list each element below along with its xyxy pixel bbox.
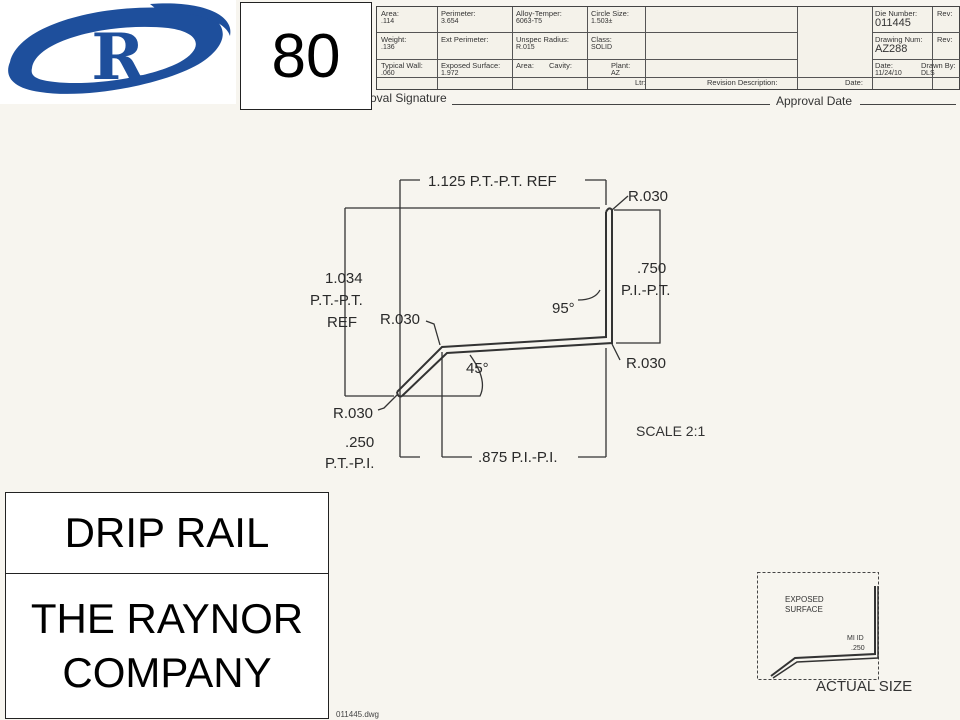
- company-logo: R: [0, 0, 236, 104]
- dim-top-ref: 1.125 P.T.-P.T. REF: [428, 173, 557, 190]
- rev-cell-1: Rev:: [937, 10, 952, 18]
- dim-angle-45: 45°: [466, 360, 489, 377]
- drawn-by-value: DLS: [921, 70, 935, 77]
- ext-perimeter-cell: Ext Perimeter:: [441, 36, 489, 44]
- alloy-temper-value: 6063-T5: [516, 18, 543, 25]
- scale-label: SCALE 2:1: [636, 423, 706, 439]
- drawing-num-label: Drawing Num:: [875, 35, 923, 44]
- class-cell: Class: SOLID: [591, 36, 612, 52]
- area2-label: Area:: [516, 61, 534, 70]
- dim-angle-95: 95°: [552, 300, 575, 317]
- approval-date-line: [860, 104, 956, 105]
- unspec-radius-label: Unspec Radius:: [516, 35, 569, 44]
- approval-date-label: Approval Date: [776, 94, 853, 108]
- perimeter-cell: Perimeter: 3.654: [441, 10, 476, 26]
- dim-right-2: P.I.-P.T.: [621, 282, 670, 299]
- company-name-label: THE RAYNOR COMPANY: [5, 573, 329, 719]
- cavity-label: Cavity:: [549, 61, 572, 70]
- signature-line: [452, 104, 770, 105]
- dim-left-ref-3: REF: [327, 314, 357, 331]
- drawing-num-cell: Drawing Num: AZ288: [875, 36, 923, 55]
- file-name: 011445.dwg: [336, 710, 379, 719]
- revision-description-label: Revision Description:: [707, 78, 778, 87]
- exposed-surface-cell: Exposed Surface: 1.972: [441, 62, 500, 78]
- exposed-surface-value: 1.972: [441, 70, 459, 77]
- weight-value: .136: [381, 44, 395, 51]
- actual-size-inset: EXPOSED SURFACE MI ID .250: [757, 572, 879, 680]
- circle-size-value: 1.503±: [591, 18, 613, 25]
- rev-cell-2: Rev:: [937, 36, 952, 44]
- dim-bottom-left-2: P.T.-P.I.: [325, 455, 374, 472]
- title-block: Area: .114 Weight: .136 Typical Wall: .0…: [376, 6, 960, 90]
- alloy-temper-cell: Alloy-Temper: 6063-T5: [516, 10, 562, 26]
- dim-radius-bottom-left: R.030: [333, 405, 373, 422]
- dim-right-1: .750: [637, 260, 666, 277]
- exposed-surface-label: Exposed Surface:: [441, 61, 501, 70]
- drawing-num-value: AZ288: [875, 43, 908, 55]
- actual-size-caption: ACTUAL SIZE: [816, 678, 913, 695]
- class-value: SOLID: [591, 44, 613, 51]
- ext-perimeter-label: Ext Perimeter:: [441, 35, 489, 44]
- ltr-cell: Ltr:: [635, 79, 646, 87]
- area-label: Area:: [381, 9, 399, 18]
- dim-left-ref-2: P.T.-P.T.: [310, 292, 363, 309]
- die-number-cell: Die Number: 011445: [875, 10, 917, 29]
- logo-letter: R: [91, 20, 145, 95]
- area-value: .114: [381, 18, 395, 25]
- drawn-by-cell: Drawn By: DLS: [921, 62, 956, 78]
- date-label: Date:: [845, 78, 863, 87]
- cavity-cell: Cavity:: [549, 62, 572, 70]
- plant-value: AZ: [611, 70, 620, 77]
- weight-cell: Weight: .136: [381, 36, 406, 52]
- exposed-label-1: EXPOSED: [785, 595, 824, 604]
- approval-signature-label: oval Signature: [370, 91, 447, 105]
- dim-radius-mid: R.030: [380, 311, 420, 328]
- drawn-by-label: Drawn By:: [921, 61, 956, 70]
- unspec-radius-cell: Unspec Radius: R.015: [516, 36, 569, 52]
- plant-cell: Plant: AZ: [611, 62, 630, 78]
- date-cell: Date:: [845, 79, 863, 87]
- perimeter-value: 3.654: [441, 18, 459, 25]
- circle-size-cell: Circle Size: 1.503±: [591, 10, 629, 26]
- drawing-date-value: 11/24/10: [875, 70, 902, 77]
- plant-label: Plant:: [611, 61, 631, 70]
- typical-wall-label: Typical Wall:: [381, 61, 423, 70]
- mid-value: .250: [851, 645, 865, 652]
- dim-bottom-center: .875 P.I.-P.I.: [478, 449, 558, 466]
- ltr-label: Ltr:: [635, 78, 646, 87]
- die-number-value: 011445: [875, 17, 911, 29]
- badge-number: 80: [240, 2, 372, 110]
- circle-size-label: Circle Size:: [591, 9, 629, 18]
- drawing-date-cell: Date: 11/24/10: [875, 62, 902, 78]
- weight-label: Weight:: [381, 35, 407, 44]
- logo-graphic: R: [8, 3, 231, 95]
- mid-label: MI ID: [847, 635, 864, 642]
- revision-description-cell: Revision Description:: [707, 79, 777, 87]
- perimeter-label: Perimeter:: [441, 9, 476, 18]
- typical-wall-value: .060: [381, 70, 395, 77]
- exposed-label-2: SURFACE: [785, 605, 823, 614]
- drawing-date-label: Date:: [875, 61, 893, 70]
- unspec-radius-value: R.015: [516, 44, 535, 51]
- dim-left-ref-1: 1.034: [325, 270, 363, 287]
- dim-radius-top: R.030: [628, 188, 668, 205]
- typical-wall-cell: Typical Wall: .060: [381, 62, 423, 78]
- class-label: Class:: [591, 35, 612, 44]
- area-cell: Area: .114: [381, 10, 399, 26]
- rev-label-1: Rev:: [937, 9, 953, 18]
- rev-label-2: Rev:: [937, 35, 953, 44]
- dim-radius-lower-right: R.030: [626, 355, 666, 372]
- die-number-label: Die Number:: [875, 9, 918, 18]
- dim-bottom-left-1: .250: [345, 434, 374, 451]
- area2-cell: Area:: [516, 62, 534, 70]
- alloy-temper-label: Alloy-Temper:: [516, 9, 562, 18]
- part-name-label: DRIP RAIL: [5, 492, 329, 574]
